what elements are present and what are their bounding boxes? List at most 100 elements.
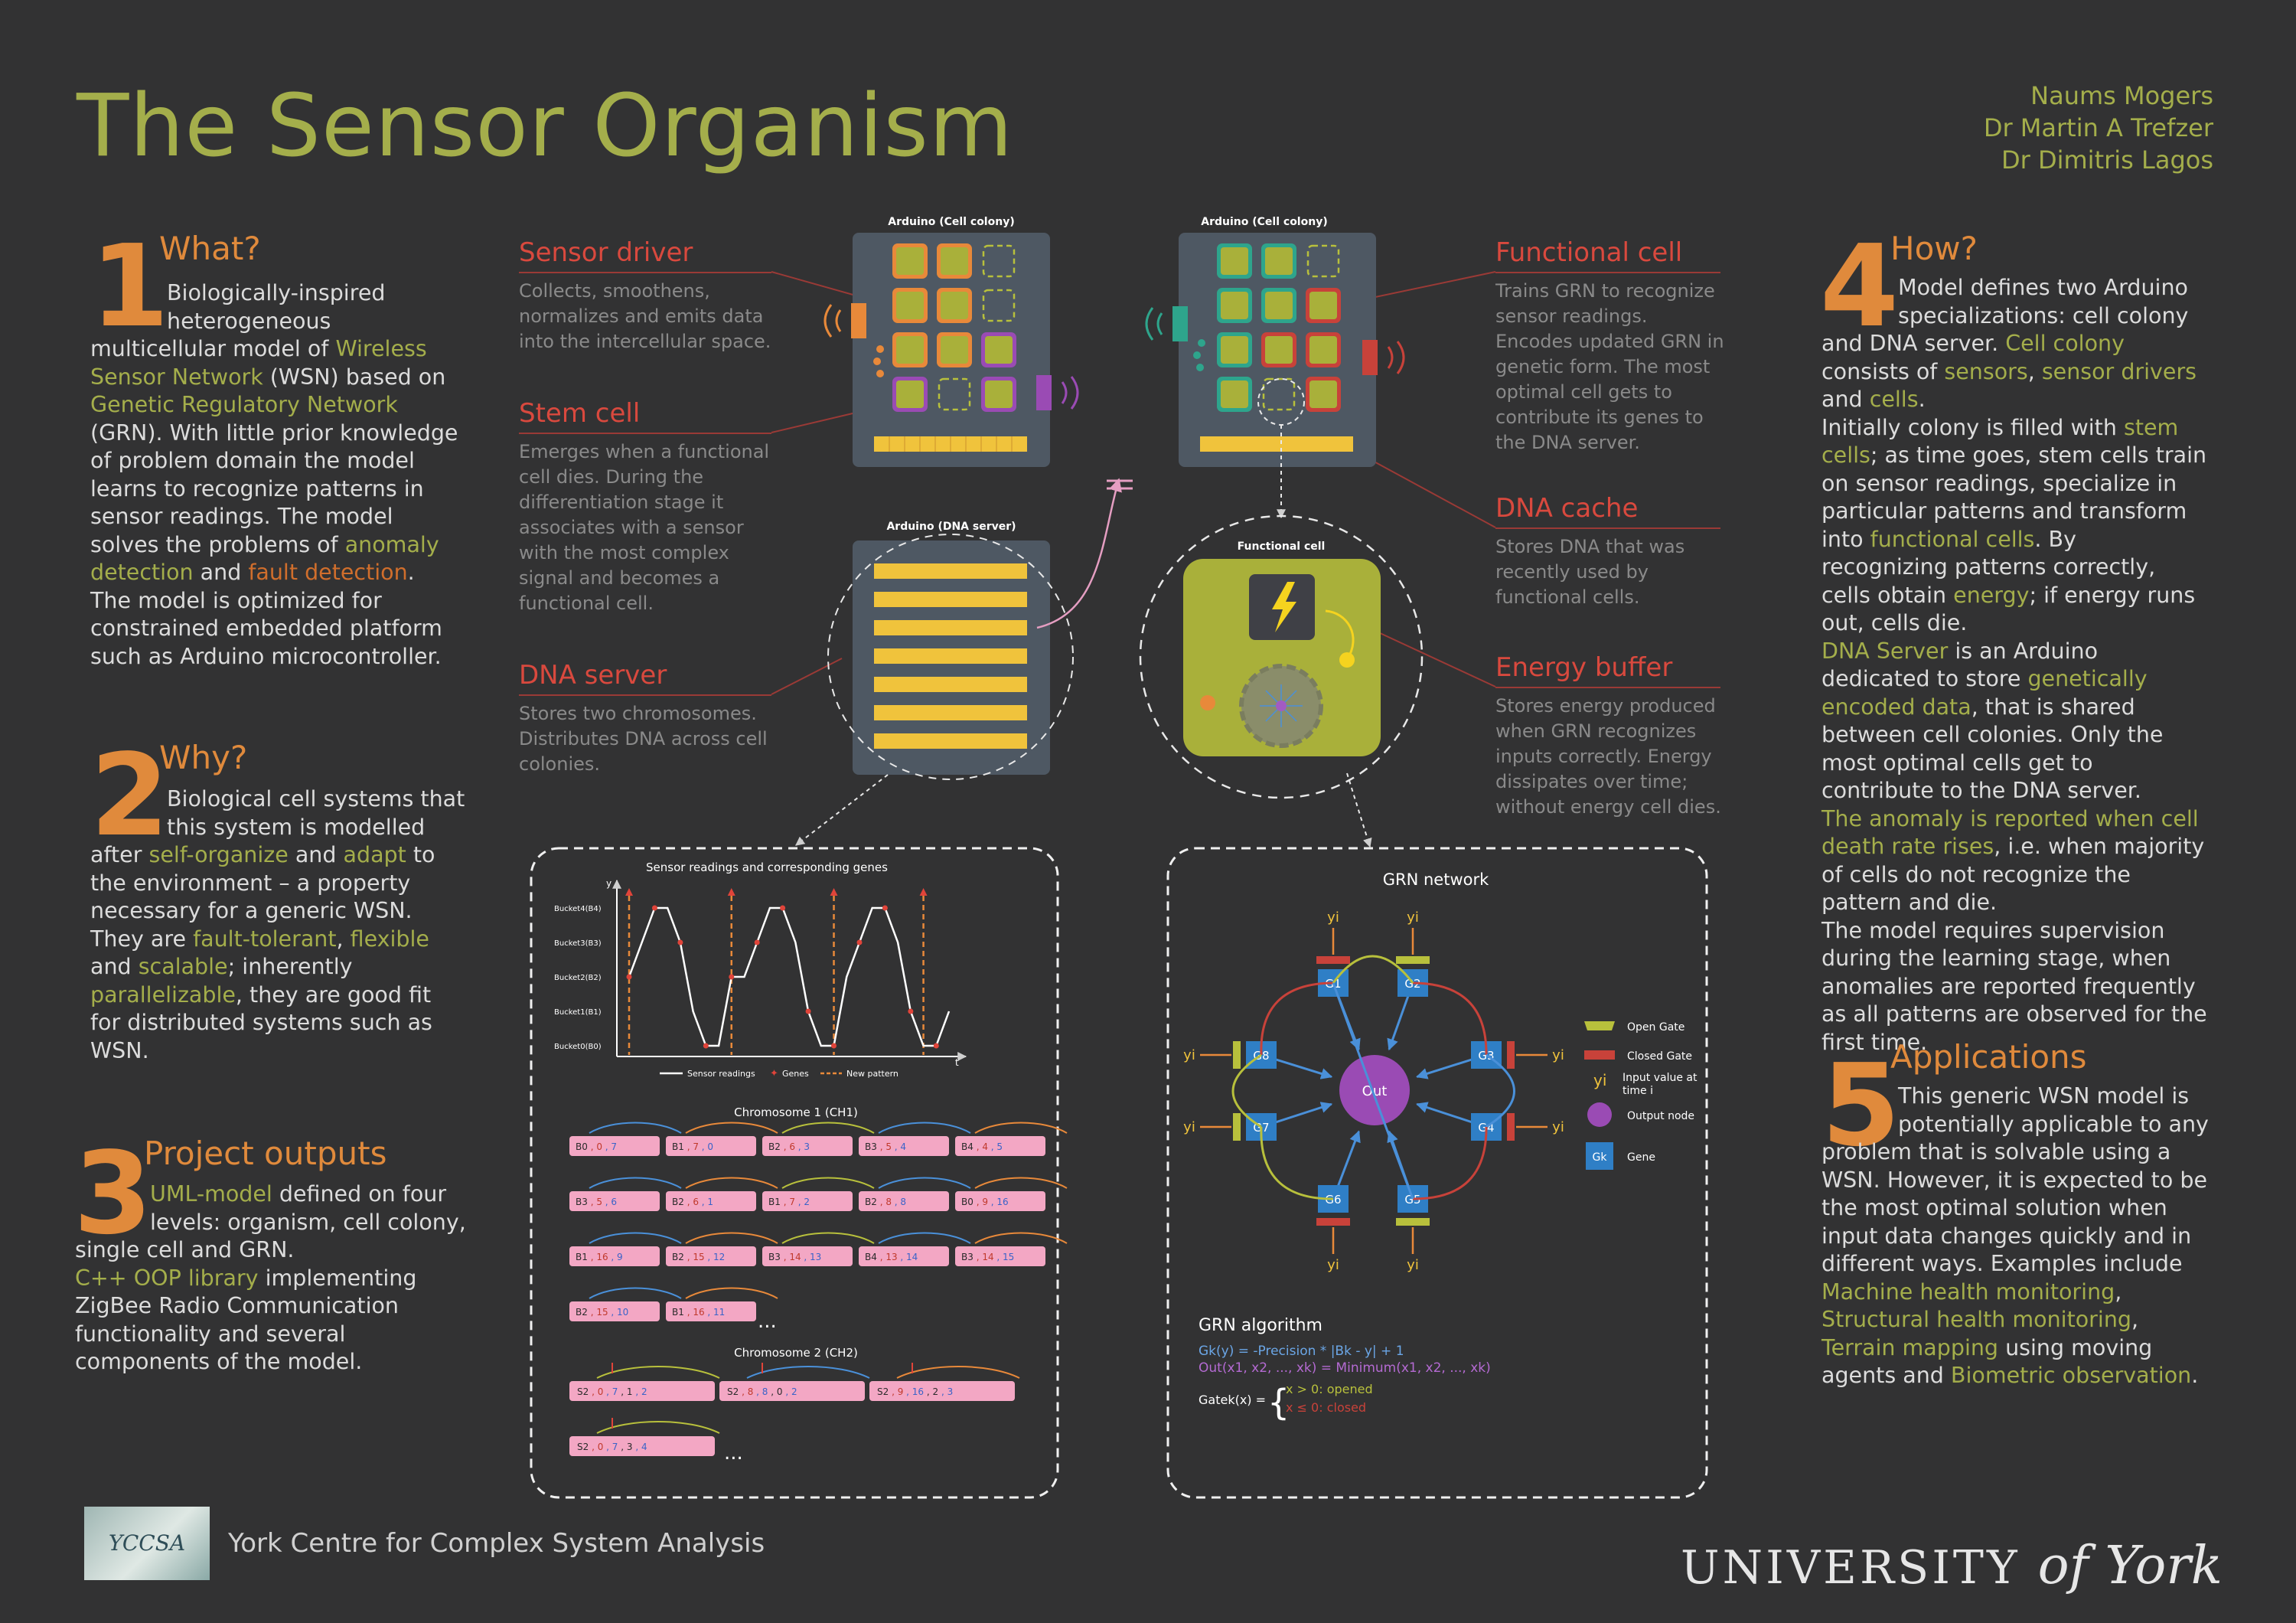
gene-text: B3 , 5 , 4: [865, 1141, 906, 1152]
gene-text: B2 , 6 , 1: [672, 1197, 713, 1207]
gene-link: [589, 1287, 682, 1299]
why_text-segment: , they are good fit for distributed syst…: [90, 981, 432, 1063]
how_text-segment: cells: [1869, 387, 1919, 412]
chromosome-2-title: Chromosome 2 (CH2): [734, 1346, 858, 1360]
gene-box: [569, 1246, 660, 1266]
why_text-segment: fault-tolerant: [193, 926, 337, 952]
gene-value: , 8: [892, 1197, 906, 1207]
apps_text-segment: ,: [2115, 1278, 2122, 1305]
section-5-heading: Applications: [1890, 1038, 2087, 1076]
gene-link: [685, 1177, 778, 1189]
new-pattern-arrow-icon: [830, 888, 838, 896]
sensor-chart-title: Sensor readings and corresponding genes: [646, 860, 888, 874]
what_text-segment: Wireless Sensor Network: [90, 336, 427, 390]
gene-text: B1 , 16 , 11: [672, 1307, 725, 1318]
gene-box: [869, 1381, 1015, 1401]
colony-2-dna-cache: [1200, 436, 1353, 452]
sensor-orange-wave-icon: [823, 304, 842, 338]
input-node: [1200, 695, 1215, 710]
sensor-teal: [1172, 306, 1188, 341]
gene-value: , 2: [924, 1386, 938, 1397]
legend-gene: Gene: [1627, 1151, 1655, 1164]
new-pattern-arrow-icon: [625, 888, 633, 896]
gene-value: , 13: [801, 1252, 822, 1262]
how_text-segment: .: [1918, 387, 1926, 412]
label-sensor-driver: Sensor driver: [519, 237, 693, 268]
output-node: [1339, 1055, 1410, 1125]
outputs_text-segment: implementing ZigBee Radio Communication …: [75, 1265, 417, 1375]
gene-text: B2 , 8 , 8: [865, 1197, 906, 1207]
gene-regulation-edge: [1486, 1053, 1515, 1128]
grn-algorithm-line-1: Gk(y) = -Precision * |Bk - y| + 1: [1199, 1344, 1404, 1359]
grn-legend: Open Gate Closed Gate yi Input value at …: [1584, 1021, 1697, 1170]
sensor-red-wave-icon: [1387, 341, 1405, 374]
gene-link: [781, 1177, 875, 1189]
gene-value: , 16: [903, 1386, 924, 1397]
functional-cell: [896, 336, 924, 364]
gate: [1507, 1041, 1515, 1069]
gene-value: , 16: [988, 1197, 1009, 1207]
gene-text: B3 , 14 , 15: [961, 1252, 1014, 1262]
how_text-segment: sensors: [1944, 358, 2028, 384]
gene-mark: [780, 905, 786, 911]
gene-text: B3 , 14 , 13: [768, 1252, 821, 1262]
what_text-segment: .: [407, 560, 415, 585]
gates-closed: x ≤ 0: closed: [1286, 1400, 1366, 1415]
gene-value: , 8: [753, 1386, 768, 1397]
input-label: yi: [1327, 909, 1339, 926]
gene-text: B2 , 6 , 3: [768, 1141, 810, 1152]
gene-link: [685, 1287, 778, 1299]
colony-1-title: Arduino (Cell colony): [888, 216, 1014, 228]
section-3-number: 3: [73, 1128, 152, 1259]
gene-regulation-edge: [1332, 955, 1414, 984]
gene-regulation-edge: [1412, 1126, 1488, 1200]
how_text-segment: sensor drivers: [2041, 358, 2197, 384]
gene-value: , 15: [994, 1252, 1015, 1262]
gene-value: B1: [576, 1252, 588, 1262]
section-4-number: 4: [1820, 220, 1899, 352]
gene-value: , 3: [938, 1386, 953, 1397]
gene-box: [955, 1136, 1045, 1156]
gene-mark: [933, 1043, 939, 1049]
section-4-heading: How?: [1890, 230, 1978, 267]
author-1: Naums Mogers: [2030, 81, 2213, 110]
chart-t-axis-label: t: [955, 1057, 959, 1068]
what_text-segment: Biologically-inspired heterogeneous mult…: [90, 280, 386, 361]
gene-value: , 9: [889, 1386, 903, 1397]
dna-row: [874, 648, 1027, 664]
gene-box: [569, 1436, 715, 1456]
label-stem-cell: Stem cell: [519, 398, 641, 429]
what_text-segment: and: [193, 560, 249, 585]
gene-value: , 5: [988, 1141, 1003, 1152]
gates-brace: {: [1267, 1382, 1290, 1423]
gene-value: , 12: [705, 1252, 726, 1262]
dna-row: [874, 677, 1027, 692]
desc-functional-cell: Trains GRN to recognize sensor readings.…: [1495, 280, 1724, 453]
desc-dna-server: Stores two chromosomes. Distributes DNA …: [519, 703, 768, 775]
apps_text-segment: ,: [2131, 1307, 2139, 1332]
section-5-body: This generic WSN model is potentially ap…: [1821, 1083, 2209, 1390]
gene-value: , 0: [768, 1386, 782, 1397]
university-of-york-logo: UNIVERSITY of York: [1681, 1536, 2223, 1596]
functional-cell: [941, 336, 968, 364]
gene-value: , 8: [877, 1197, 892, 1207]
functional-cell-zoom: Functional cell: [1139, 514, 1424, 848]
outputs_text-segment: defined on four levels: organism, cell c…: [75, 1181, 466, 1262]
gene-value: , 6: [602, 1197, 617, 1207]
stem-cell: [938, 377, 971, 411]
legend-gene-symbol: Gk: [1593, 1151, 1608, 1164]
how_text-segment: , that is shared between cell colonies. …: [1821, 694, 2164, 804]
outputs_text-segment: C++ OOP library: [75, 1265, 259, 1291]
output-node-label: Out: [1362, 1083, 1388, 1099]
what_text-segment: fault detection: [248, 560, 408, 585]
gene-value: , 4: [633, 1442, 647, 1452]
chromosome-panel: [530, 847, 1059, 1499]
gene-value: , 7: [602, 1141, 617, 1152]
functional-cell: [1265, 336, 1293, 364]
apps_text-segment: Terrain mapping: [1821, 1334, 1999, 1360]
functional-cell: [896, 292, 924, 319]
gene-link: [589, 1122, 682, 1134]
desc-sensor-driver: Collects, smoothens, normalizes and emit…: [519, 280, 771, 352]
functional-cell: [1265, 247, 1293, 275]
